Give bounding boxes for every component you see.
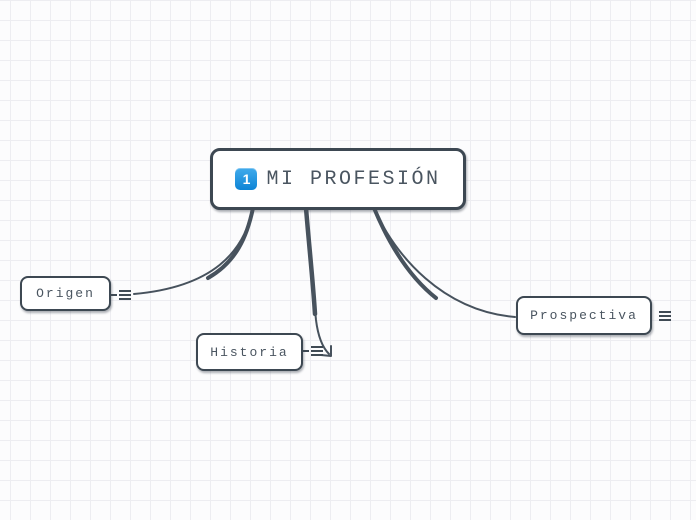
- hamburger-icon: [659, 311, 671, 321]
- connector-root-prospectiva-taper: [372, 206, 438, 300]
- connector-root-historia-taper: [303, 205, 318, 317]
- priority-badge[interactable]: 1: [235, 168, 258, 190]
- node-handle-origen[interactable]: [111, 290, 131, 300]
- root-node-label: MI PROFESIÓN: [266, 167, 441, 191]
- node-label: Prospectiva: [530, 308, 638, 323]
- handle-dash: [111, 294, 117, 296]
- mindmap-node-historia[interactable]: Historia: [196, 333, 303, 371]
- connector-historia-arrowhead: [320, 345, 332, 357]
- mindmap-node-prospectiva[interactable]: Prospectiva: [516, 296, 652, 335]
- connector-root-prospectiva: [373, 207, 516, 318]
- handle-dash: [303, 350, 309, 352]
- hamburger-icon: [119, 290, 131, 300]
- mindmap-root-node[interactable]: 1 MI PROFESIÓN: [210, 148, 466, 210]
- mindmap-node-origen[interactable]: Origen: [20, 276, 111, 311]
- node-label: Origen: [36, 286, 95, 301]
- node-label: Historia: [210, 344, 289, 360]
- node-handle-historia[interactable]: [303, 346, 323, 356]
- node-handle-prospectiva[interactable]: [659, 311, 671, 321]
- connector-root-origen-taper: [206, 206, 255, 280]
- hamburger-icon: [311, 346, 323, 356]
